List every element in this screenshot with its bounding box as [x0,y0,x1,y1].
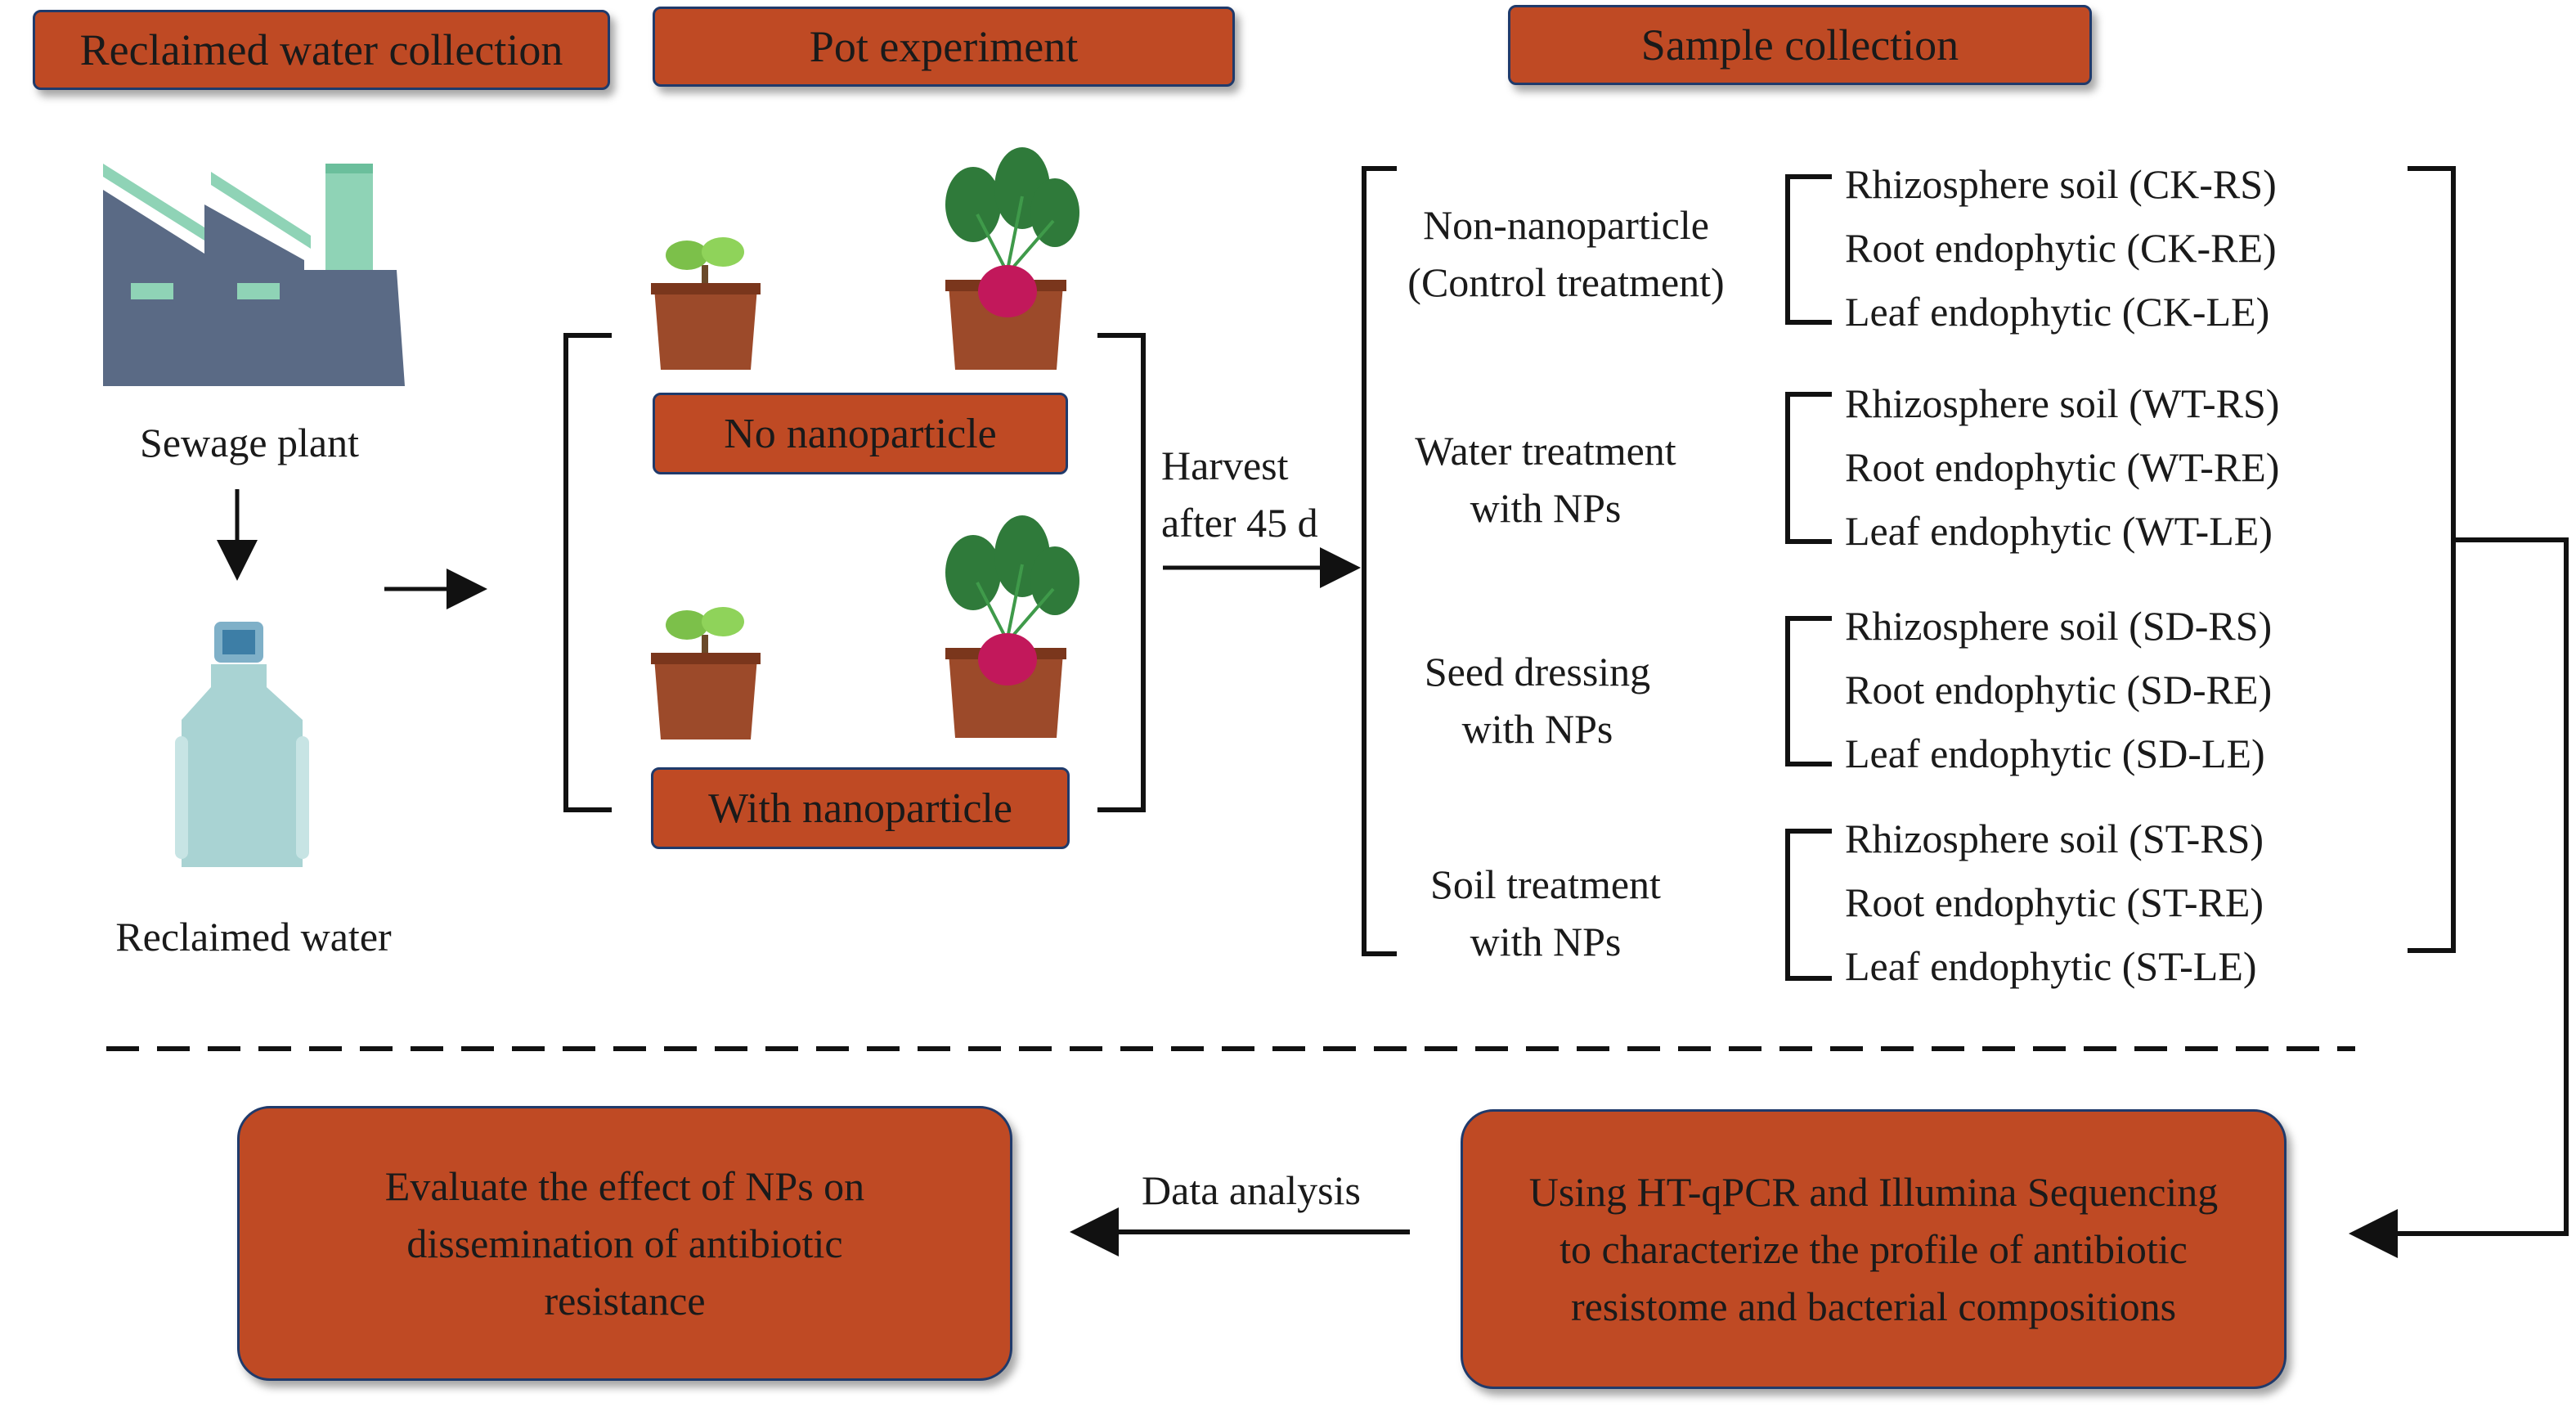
treatment-line1: Non-nanoparticle [1423,202,1709,248]
sample-item: Leaf endophytic (ST-LE) [1845,943,2257,989]
no-nanoparticle-label: No nanoparticle [724,410,997,457]
treatment-control: Non-nanoparticle (Control treatment) [1382,196,1750,311]
sample-item: Leaf endophytic (CK-LE) [1845,289,2270,335]
sample-list-ck: Rhizosphere soil (CK-RS) Root endophytic… [1845,152,2277,344]
no-nanoparticle-box: No nanoparticle [653,393,1068,474]
bracket-pots-left [563,333,612,812]
sequencing-text: Using HT-qPCR and Illumina Sequencing to… [1528,1169,2219,1329]
evaluate-box: Evaluate the effect of NPs on disseminat… [237,1106,1012,1381]
sample-item: Leaf endophytic (SD-LE) [1845,730,2265,776]
treatment-water: Water treatment with NPs [1382,422,1709,537]
with-nanoparticle-label: With nanoparticle [708,784,1012,832]
sample-item: Root endophytic (SD-RE) [1845,667,2273,712]
seedling-pot-icon [651,607,761,739]
header-sample-collection: Sample collection [1508,5,2092,85]
bracket-pots-right [1097,333,1146,812]
header-reclaimed-water-collection: Reclaimed water collection [33,10,610,90]
beet-pot-icon [945,515,1079,738]
sample-item: Root endophytic (ST-RE) [1845,879,2264,925]
seedling-pot-icon [651,237,761,370]
treatment-soil: Soil treatment with NPs [1382,856,1709,970]
evaluate-text: Evaluate the effect of NPs on disseminat… [384,1163,865,1324]
sample-item: Rhizosphere soil (CK-RS) [1845,161,2277,207]
treatment-seed: Seed dressing with NPs [1374,643,1701,757]
harvest-label: Harvest after 45 d [1161,437,1349,551]
treatment-line2: with NPs [1470,485,1622,531]
water-bottle-icon [175,622,309,867]
sample-list-st: Rhizosphere soil (ST-RS) Root endophytic… [1845,807,2264,998]
sample-item: Rhizosphere soil (WT-RS) [1845,380,2280,426]
header-reclaimed-label: Reclaimed water collection [79,25,563,74]
sample-list-wt: Rhizosphere soil (WT-RS) Root endophytic… [1845,371,2279,563]
header-pot-label: Pot experiment [809,22,1079,71]
treatment-line1: Seed dressing [1424,649,1651,695]
sample-list-sd: Rhizosphere soil (SD-RS) Root endophytic… [1845,594,2272,785]
header-sample-label: Sample collection [1640,20,1959,70]
sample-item: Rhizosphere soil (ST-RS) [1845,816,2264,861]
reclaimed-water-label: Reclaimed water [115,914,392,960]
bracket-samples [1785,174,1832,981]
sample-item: Rhizosphere soil (SD-RS) [1845,603,2273,649]
beet-pot-icon [945,147,1079,370]
header-pot-experiment: Pot experiment [653,7,1235,87]
data-analysis-label: Data analysis [1142,1167,1361,1213]
treatment-line1: Soil treatment [1430,861,1661,907]
sewage-plant-label: Sewage plant [140,420,359,465]
sequencing-box: Using HT-qPCR and Illumina Sequencing to… [1461,1109,2287,1389]
bracket-samples-right [2408,166,2456,953]
harvest-line2: after 45 d [1161,500,1318,546]
treatment-line2: (Control treatment) [1407,259,1725,305]
treatment-line1: Water treatment [1415,428,1676,474]
sample-item: Root endophytic (CK-RE) [1845,225,2277,271]
harvest-line1: Harvest [1161,443,1289,488]
bracket-treatments [1362,166,1397,956]
sample-item: Leaf endophytic (WT-LE) [1845,508,2273,554]
sample-item: Root endophytic (WT-RE) [1845,444,2280,490]
treatment-line2: with NPs [1461,706,1613,752]
with-nanoparticle-box: With nanoparticle [651,767,1070,849]
factory-icon [103,164,405,386]
treatment-line2: with NPs [1470,919,1622,964]
arrow-to-sequencing [2349,537,2569,1258]
